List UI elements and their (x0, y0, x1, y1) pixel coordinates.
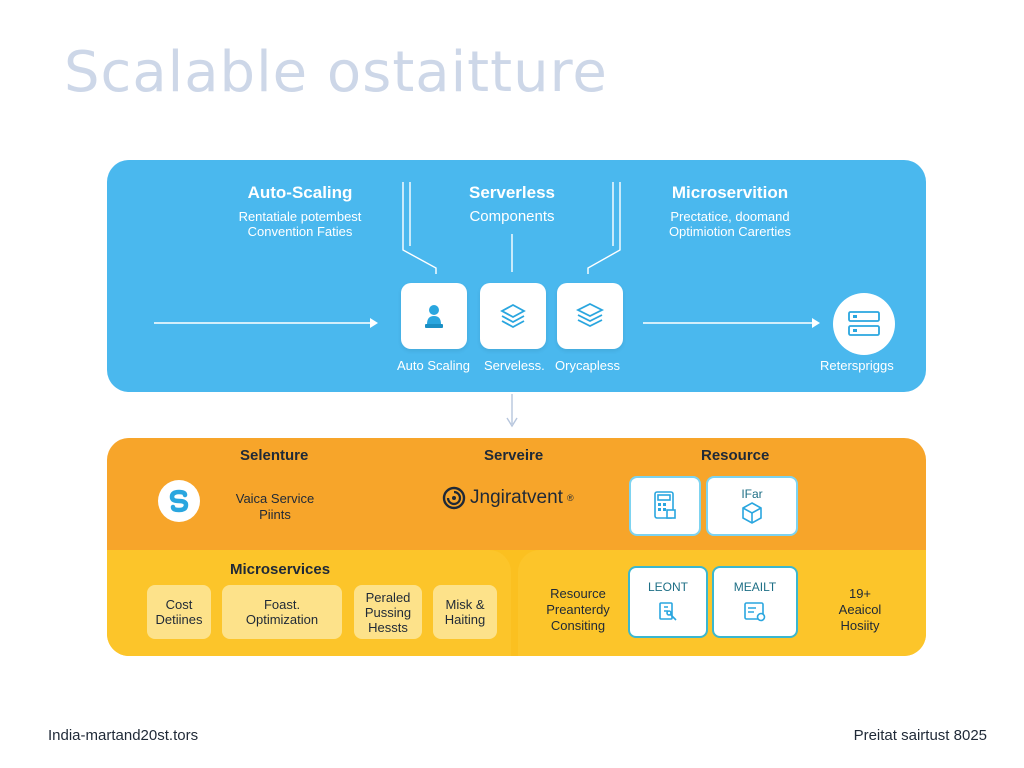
settings-form-icon (744, 602, 766, 622)
brand-mark: ® (566, 493, 574, 503)
meailt-label: MEAILT (733, 580, 777, 594)
auto-scaling-desc-1: Rentatiale potembest (238, 209, 362, 224)
serverless-column: Serverless Components (422, 183, 602, 224)
resource-heading: Resource (701, 447, 770, 464)
serveire-heading: Serveire (484, 447, 544, 464)
chip-3-line-3: Hessts (368, 619, 408, 635)
layers-icon (500, 303, 526, 329)
chip-4-line-1: Misk & (445, 597, 485, 612)
meailt-card[interactable]: MEAILT (712, 566, 798, 638)
orycapless-tile[interactable] (557, 283, 623, 349)
microservition-heading: Microservition (671, 183, 789, 202)
brand-name: Jngiratvent (470, 487, 563, 508)
person-icon (425, 305, 443, 328)
resource-card-calculator[interactable] (629, 476, 701, 536)
server-list-icon-button[interactable] (833, 293, 895, 355)
foast-optimization-chip[interactable]: Foast.Optimization (222, 585, 342, 639)
ifar-label: IFar (741, 487, 763, 501)
server-list-icon (848, 311, 880, 336)
microservition-desc-1: Prectatice, doomand (670, 209, 790, 224)
spiral-icon (442, 486, 466, 510)
serverless-desc: Components (469, 208, 555, 225)
chip-1-line-1: Cost (165, 597, 193, 612)
auto-scaling-desc-2: Convention Faties (247, 224, 353, 239)
chip-2-line-2: Optimization (245, 612, 319, 627)
reterspriggs-label: Reterspriggs (820, 358, 894, 373)
microservition-desc-2: Optimiotion Carerties (668, 224, 792, 239)
serverless-tile[interactable] (480, 283, 546, 349)
chip-1-line-2: Detiines (155, 612, 203, 627)
orycapless-tile-label: Orycapless (555, 358, 621, 373)
right-text-1: 19+ (848, 586, 872, 601)
chip-3-line-1: Peraled (365, 589, 411, 605)
resource-card-ifar[interactable]: IFar (706, 476, 798, 536)
resource-text-3: Consiting (550, 618, 606, 633)
footer-left-text: India-martand20st.tors (48, 727, 199, 744)
architecture-panel (107, 160, 926, 392)
resource-text-2: Preanterdy (546, 602, 610, 617)
right-text-2: Aeaicol (838, 602, 882, 617)
leont-label: LEONT (647, 580, 688, 594)
serverless-tile-label: Serveless. (484, 358, 545, 373)
footer-right-text: Preitat sairtust 8025 (853, 727, 987, 744)
stack-icon (575, 302, 605, 328)
microservices-heading: Microservices (230, 561, 331, 578)
resource-consiting-text: Resource Preanterdy Consiting (540, 586, 616, 634)
chip-4-line-2: Haiting (444, 612, 486, 627)
auto-scaling-heading: Auto-Scaling (247, 183, 353, 202)
cube-icon (742, 502, 762, 524)
edit-doc-icon (659, 602, 677, 621)
auto-scaling-tile-label: Auto Scaling (397, 358, 470, 373)
service-text-2: Piints (259, 507, 291, 522)
calculator-icon (654, 491, 676, 519)
s-logo-icon (169, 489, 189, 513)
microservition-column: Microservition Prectatice, doomand Optim… (640, 183, 820, 239)
page-title: Scalable ostaitture (64, 40, 608, 105)
serverless-heading: Serverless (468, 183, 556, 202)
service-logo-icon (158, 480, 200, 522)
resource-text-1: Resource (550, 586, 606, 601)
selenture-heading: Selenture (240, 447, 309, 464)
brand-logo: Jngiratvent® (442, 486, 574, 510)
auto-scaling-tile[interactable] (401, 283, 467, 349)
service-points-text: Vaica Service Piints (222, 491, 328, 523)
chip-2-line-1: Foast. (263, 597, 301, 612)
service-text-1: Vaica Service (235, 491, 315, 506)
right-text-3: Hosiity (840, 618, 880, 633)
auto-scaling-column: Auto-Scaling Rentatiale potembest Conven… (200, 183, 400, 239)
chip-3-line-2: Pussing (364, 604, 412, 620)
leont-card[interactable]: LEONT (628, 566, 708, 638)
misk-haiting-chip[interactable]: Misk &Haiting (433, 585, 497, 639)
aeaicol-hosiity-text: 19+ Aeaicol Hosiity (828, 586, 892, 634)
